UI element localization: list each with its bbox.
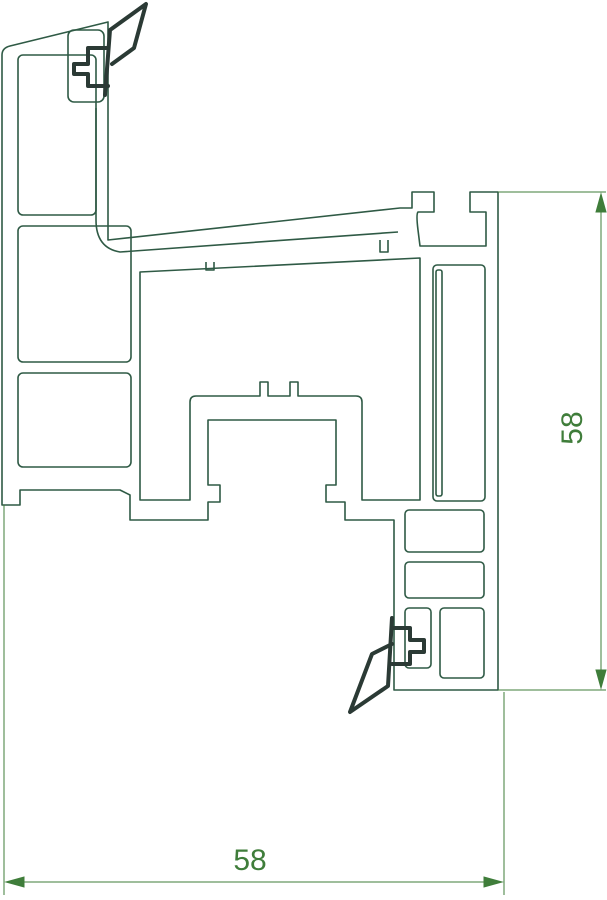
chamber-lower-4 — [404, 607, 432, 669]
gasket-seat-top — [67, 29, 105, 103]
arrowhead-right — [483, 876, 504, 888]
arrowhead-bottom — [595, 669, 607, 690]
chamber-lower-3 — [439, 607, 485, 679]
width-label: 58 — [233, 844, 266, 877]
chamber-left-top — [17, 54, 97, 216]
profile-outline — [1, 21, 499, 691]
arrowhead-left — [4, 876, 25, 888]
chamber-center — [139, 257, 421, 501]
height-label: 58 — [556, 411, 589, 444]
gasket-top — [72, 2, 148, 97]
chamber-lower-1 — [404, 509, 485, 553]
chamber-right-tall — [432, 264, 486, 502]
chambers — [17, 29, 486, 679]
dimension-height: 58 — [498, 191, 607, 691]
chamber-lower-2 — [404, 561, 485, 599]
dimension-width: 58 — [3, 505, 505, 895]
arrowhead-top — [595, 192, 607, 213]
chamber-right-slot — [435, 269, 443, 497]
chamber-left-low — [17, 372, 132, 468]
gasket-bottom — [348, 616, 426, 714]
chamber-left-mid — [17, 225, 132, 363]
